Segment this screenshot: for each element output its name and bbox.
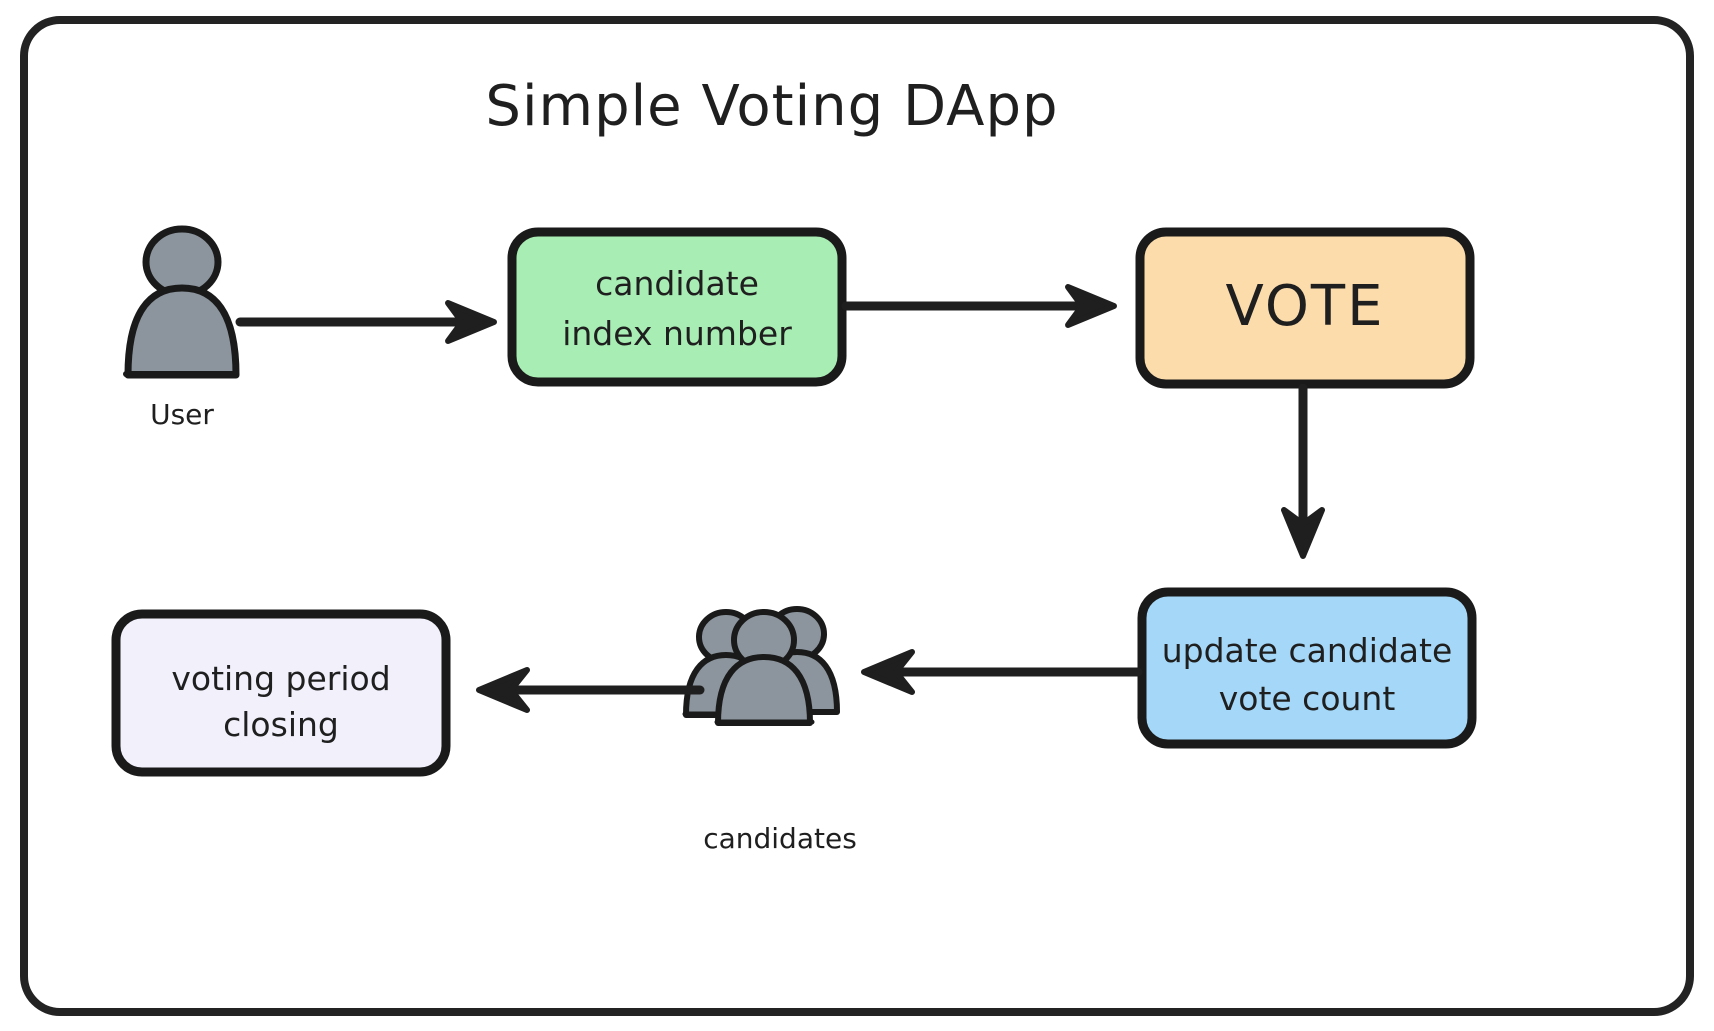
node-candidate-index[interactable]: candidate index number	[507, 227, 847, 387]
edge-user-to-candidate-index	[235, 300, 497, 344]
user-label: User	[150, 398, 214, 431]
node-voting-period-closing-line1: voting period	[171, 659, 390, 698]
edge-candidate-index-to-vote	[841, 284, 1117, 328]
candidates-icon	[682, 606, 840, 726]
actor-group-candidates: candidates	[682, 606, 857, 855]
node-vote[interactable]: VOTE	[1135, 227, 1475, 389]
user-icon	[123, 225, 240, 379]
node-voting-period-closing[interactable]: voting period closing	[111, 609, 451, 777]
node-update-count-line2: vote count	[1219, 679, 1396, 718]
node-vote-label: VOTE	[1226, 274, 1385, 339]
diagram-title: Simple Voting DApp	[485, 74, 1058, 139]
diagram-frame	[20, 16, 1694, 1016]
candidates-label: candidates	[703, 822, 857, 855]
node-candidate-index-line1: candidate	[595, 264, 759, 303]
node-update-count-line1: update candidate	[1162, 631, 1453, 670]
node-voting-period-closing-line2: closing	[223, 705, 339, 744]
edge-vote-to-update-count	[1281, 383, 1325, 559]
node-candidate-index-line2: index number	[562, 314, 792, 353]
actor-user: User	[123, 225, 240, 431]
edge-update-count-to-candidates	[861, 649, 1143, 695]
node-update-count[interactable]: update candidate vote count	[1137, 587, 1477, 749]
edge-candidates-to-voting-period-closing	[476, 667, 705, 713]
